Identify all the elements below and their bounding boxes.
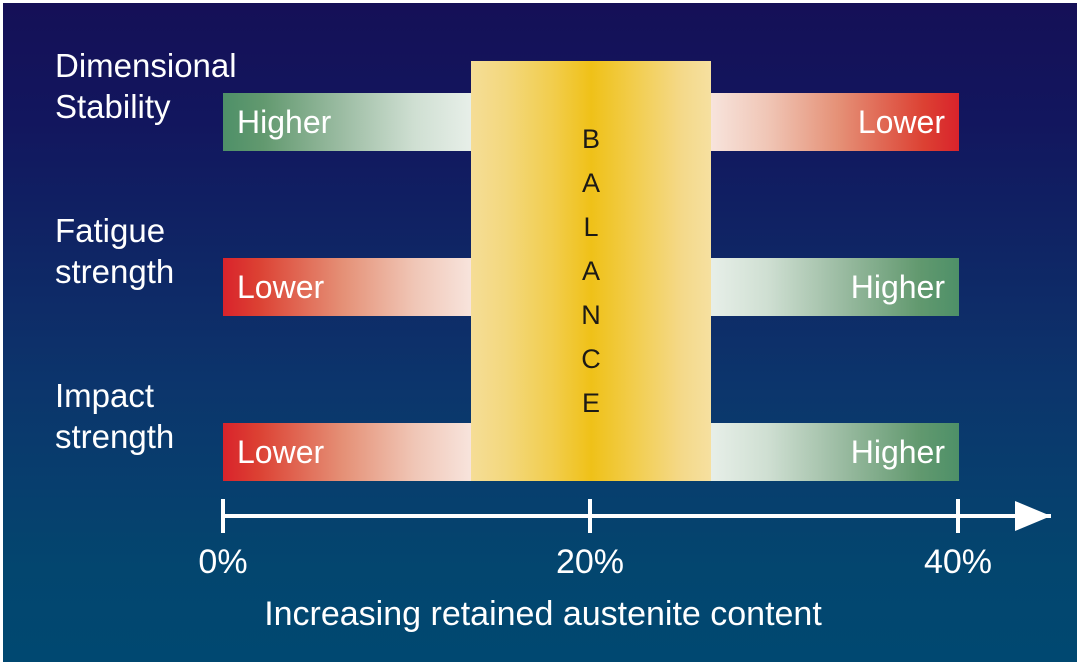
row-label-dimensional-stability: Dimensional Stability [55, 47, 237, 125]
bar-dimensional-stability-left: Higher [223, 93, 475, 151]
bar-label-fatigue-strength-right: Higher [850, 269, 945, 305]
row-label-fatigue-strength: Fatigue strength [55, 212, 175, 290]
bar-label-fatigue-strength-left: Lower [237, 269, 325, 305]
x-axis-tick-label-40: 40% [923, 543, 993, 581]
balance-letter-l: L [583, 211, 599, 242]
balance-letter-b: B [581, 123, 600, 154]
row-fatigue-strength: Fatigue strength Lower Higher [3, 212, 1077, 316]
bar-impact-strength-left: Lower [223, 423, 475, 481]
row-impact-strength: Impact strength Lower Higher [3, 377, 1077, 481]
balance-letter-e: E [581, 387, 600, 418]
bar-label-impact-strength-left: Lower [237, 434, 325, 470]
row-label-impact-strength: Impact strength [55, 377, 175, 455]
balance-letter-a2: A [581, 255, 600, 286]
x-axis-tick-label-0: 0% [198, 543, 248, 581]
x-axis-tick-20 [588, 499, 592, 533]
balance-letter-c: C [581, 343, 601, 374]
x-axis-caption: Increasing retained austenite content [264, 595, 822, 633]
x-axis-tick-40 [956, 499, 960, 533]
balance-letter-a1: A [581, 167, 600, 198]
bar-fatigue-strength-left: Lower [223, 258, 475, 316]
bar-label-impact-strength-right: Higher [850, 434, 945, 470]
bar-fatigue-strength-right: Higher [707, 258, 959, 316]
x-axis-line [223, 514, 1051, 518]
x-axis-arrow-icon [1015, 501, 1051, 531]
balance-letters: B A L A N C E [581, 117, 601, 425]
row-dimensional-stability: Dimensional Stability Higher Lower [3, 47, 1077, 151]
balance-letter-n: N [581, 299, 601, 330]
bar-dimensional-stability-right: Lower [707, 93, 959, 151]
balance-column: B A L A N C E [471, 61, 711, 481]
bar-impact-strength-right: Higher [707, 423, 959, 481]
x-axis-tick-label-20: 20% [555, 543, 625, 581]
x-axis-tick-0 [221, 499, 225, 533]
bar-label-dimensional-stability-left: Higher [237, 104, 332, 140]
bar-label-dimensional-stability-right: Lower [857, 104, 945, 140]
